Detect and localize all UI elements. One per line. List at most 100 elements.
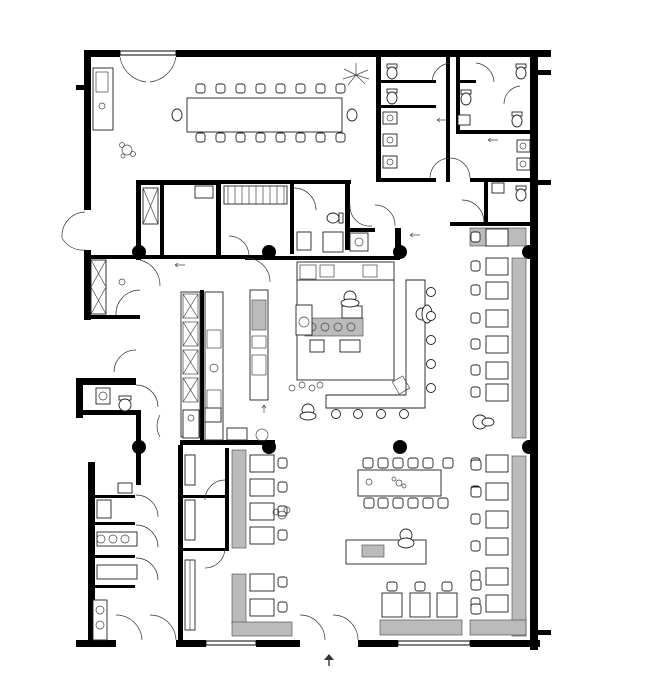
communal-table — [357, 469, 442, 497]
chair — [195, 83, 206, 94]
toilet-icon — [515, 63, 527, 80]
west-lockers — [92, 482, 177, 641]
flow-arrows — [174, 117, 498, 413]
central-dining — [345, 457, 482, 636]
chair — [195, 132, 206, 143]
chair — [392, 497, 404, 509]
chair — [407, 497, 419, 509]
bar-stool — [426, 335, 436, 345]
chair — [441, 581, 453, 592]
bar-stool — [331, 409, 341, 419]
east-banquette — [469, 227, 527, 637]
toilet-icon — [386, 63, 398, 80]
chair — [470, 364, 481, 376]
chair — [470, 579, 482, 591]
chair — [442, 457, 454, 469]
column — [132, 440, 146, 454]
chair — [470, 513, 481, 525]
chef-figure — [340, 290, 360, 308]
chair — [422, 457, 434, 469]
column — [262, 245, 276, 259]
chair — [470, 284, 481, 296]
bar-stool — [426, 383, 436, 393]
chair — [470, 603, 482, 615]
chair — [470, 260, 481, 272]
table — [485, 510, 509, 529]
column — [393, 440, 407, 454]
chair — [255, 132, 266, 143]
chair — [470, 570, 481, 582]
table — [485, 335, 509, 354]
west-storage — [61, 211, 161, 412]
chair — [235, 83, 246, 94]
table — [485, 257, 509, 276]
chair — [470, 231, 481, 243]
toilet-icon — [511, 111, 523, 128]
lounge-chair — [436, 592, 458, 618]
interior-walls — [88, 57, 530, 640]
diner-figure — [472, 414, 495, 430]
chair — [275, 83, 286, 94]
plant-icon — [342, 63, 370, 86]
table — [485, 281, 509, 300]
chair — [386, 581, 398, 592]
plant-icon — [391, 476, 407, 489]
chair — [277, 529, 288, 541]
plant-icon — [272, 506, 291, 520]
table — [249, 598, 275, 617]
entrance-arrow-icon — [324, 654, 334, 666]
chair — [470, 486, 482, 498]
table — [249, 454, 275, 473]
column — [522, 440, 536, 454]
chair — [277, 576, 288, 588]
chair — [437, 497, 449, 509]
chair — [315, 132, 326, 143]
chair — [362, 457, 374, 469]
chair — [215, 132, 226, 143]
toilet-icon — [386, 88, 398, 105]
table — [249, 573, 275, 592]
lounge-chair — [381, 592, 403, 618]
banquette-seat — [511, 455, 527, 637]
table — [485, 228, 509, 247]
open-kitchen — [156, 257, 436, 442]
chair — [235, 132, 246, 143]
chair — [392, 457, 404, 469]
bar-stool — [426, 287, 436, 297]
chair — [377, 497, 389, 509]
bar-stool — [399, 409, 409, 419]
column — [522, 245, 536, 259]
chair — [470, 386, 481, 398]
chair — [414, 581, 426, 592]
toilet-icon — [460, 89, 472, 106]
toilet-icon — [118, 395, 132, 412]
chair — [422, 497, 434, 509]
table — [485, 383, 509, 402]
table — [485, 567, 509, 586]
chair — [275, 132, 286, 143]
diner-figure — [397, 528, 415, 549]
chair — [277, 601, 288, 613]
chair — [470, 540, 481, 552]
structural-columns — [132, 245, 536, 454]
banquette-seat — [231, 449, 247, 549]
chair — [277, 457, 288, 469]
column — [262, 440, 276, 454]
table — [249, 526, 275, 545]
toilet-icon — [326, 212, 344, 224]
table — [485, 309, 509, 328]
plant-icon — [119, 142, 136, 159]
chair — [315, 83, 326, 94]
sinks — [382, 111, 531, 194]
chair — [295, 83, 306, 94]
table — [485, 537, 509, 556]
chair — [407, 457, 419, 469]
chair — [255, 83, 266, 94]
chair — [335, 132, 346, 143]
chair — [377, 457, 389, 469]
bar-stool — [426, 311, 436, 321]
plant-icon — [288, 381, 324, 392]
table — [249, 478, 275, 497]
bar-counter — [325, 279, 426, 409]
banquette-seat — [231, 573, 247, 625]
